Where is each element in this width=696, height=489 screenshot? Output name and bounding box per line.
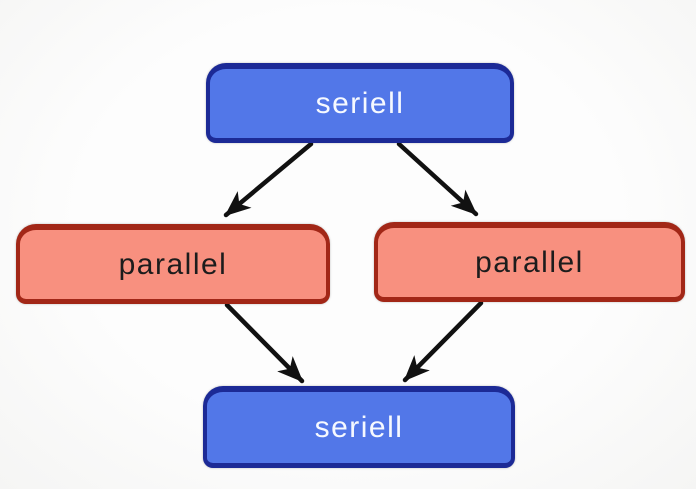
node-seriell-bottom: seriell [203, 386, 515, 468]
node-parallel-right: parallel [374, 222, 685, 302]
edge-parallel-left-to-seriell-bottom [224, 302, 305, 384]
edge-seriell-top-to-parallel-left [223, 141, 314, 218]
node-label: parallel [475, 245, 584, 279]
node-seriell-top: seriell [206, 63, 514, 143]
node-label: seriell [314, 410, 404, 444]
edge-seriell-top-to-parallel-right [396, 141, 479, 217]
node-parallel-left: parallel [16, 224, 330, 304]
node-label: seriell [315, 86, 405, 120]
node-label: parallel [118, 247, 228, 281]
edge-parallel-right-to-seriell-bottom [402, 300, 484, 383]
